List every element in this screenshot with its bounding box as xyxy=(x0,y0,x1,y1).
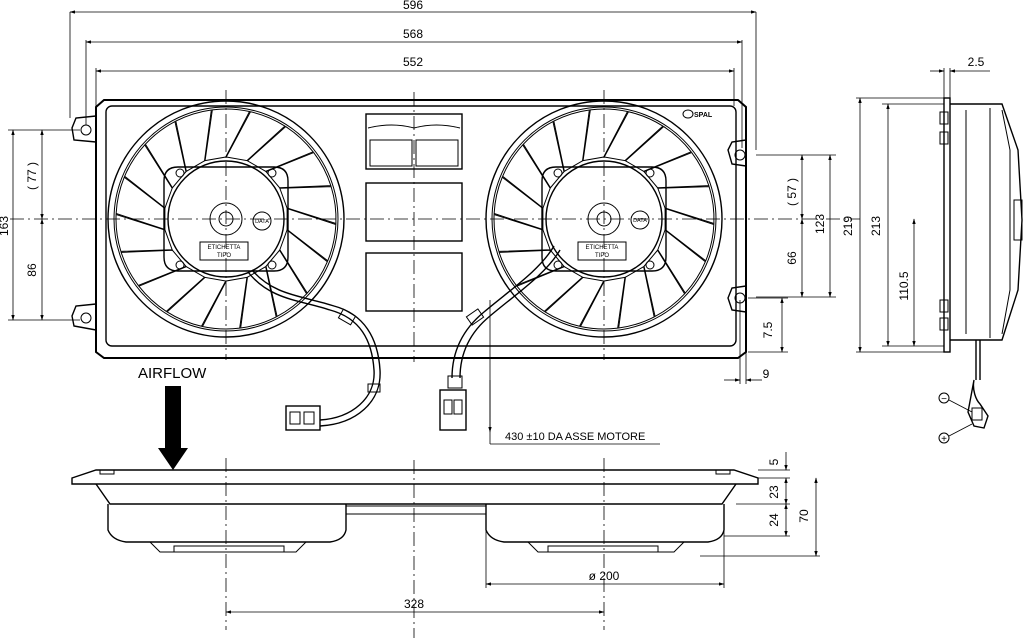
dim-shroud-depth: 23 xyxy=(767,485,781,499)
etichetta-right: ETICHETTA xyxy=(586,245,619,251)
fan-blade xyxy=(201,276,248,330)
front-view: SPAL ETICHETTA TIPO DATA ETICHETTA TIPO … xyxy=(10,90,860,431)
bottom-view: 5 23 24 70 ø 200 328 xyxy=(71,452,820,638)
dim-lower-right: 66 xyxy=(785,251,799,265)
dim-side-flange: 2.5 xyxy=(968,55,985,69)
dim-span-right: 123 xyxy=(813,214,827,234)
fan-blade xyxy=(279,229,328,294)
dim-mount-width: 568 xyxy=(403,27,423,41)
fan-blade xyxy=(624,125,692,172)
fan-blade xyxy=(225,111,286,162)
tipo-left: TIPO xyxy=(217,253,231,259)
dim-bottom-flange: 5 xyxy=(767,458,781,465)
dim-upper-right: ( 57 ) xyxy=(785,178,799,206)
airflow-arrow-icon xyxy=(158,386,188,470)
fan-blade xyxy=(144,120,187,189)
motor-plate xyxy=(541,166,667,272)
dim-fan-diameter: ø 200 xyxy=(589,569,620,583)
fan-blade xyxy=(204,108,251,162)
dim-total-height: 219 xyxy=(841,216,855,236)
fan-blade xyxy=(115,176,166,231)
fan-blade xyxy=(265,151,332,189)
fan-blade xyxy=(175,109,212,173)
fan-blade xyxy=(516,266,584,313)
fan-blade xyxy=(493,213,551,252)
motor-screw xyxy=(267,260,277,270)
fan-blade xyxy=(522,120,565,189)
airflow-indicator: AIRFLOW xyxy=(138,365,207,470)
fan-blade xyxy=(265,249,308,318)
fan-blade xyxy=(664,207,715,262)
motor-plate xyxy=(163,166,289,272)
fan-blade xyxy=(115,213,173,252)
data-left: DATA xyxy=(255,219,269,225)
dim-upper-left: ( 77 ) xyxy=(25,162,39,190)
motor-screw xyxy=(645,168,655,178)
dim-fan-spacing: 328 xyxy=(404,597,424,611)
motor-screw xyxy=(175,168,185,178)
dim-motor-depth: 24 xyxy=(767,513,781,527)
plus-symbol: + xyxy=(941,434,947,445)
mount-lugs xyxy=(71,115,747,331)
brand-logo: SPAL xyxy=(682,109,713,119)
brand-text: SPAL xyxy=(694,112,713,119)
dim-overall-width: 596 xyxy=(403,0,423,12)
etichetta-left: ETICHETTA xyxy=(208,245,241,251)
dim-hole-edge: 9 xyxy=(763,367,770,381)
fan-blade xyxy=(138,266,206,313)
fan-blade xyxy=(240,265,277,329)
fan-blade xyxy=(657,186,715,225)
dim-center-height: 110.5 xyxy=(897,271,911,300)
fan-blade xyxy=(493,176,544,231)
fan-blade xyxy=(603,111,664,162)
motor-screw xyxy=(553,260,563,270)
dim-shroud-width: 552 xyxy=(403,55,423,69)
dim-body-height: 213 xyxy=(869,216,883,236)
motor-screw xyxy=(267,168,277,178)
fan-blade xyxy=(553,109,590,173)
fan-blade xyxy=(618,265,655,329)
fan-blade xyxy=(166,276,227,327)
fan-blade xyxy=(544,276,605,327)
fan-blade xyxy=(286,207,337,262)
inner-frame xyxy=(105,105,737,347)
tipo-right: TIPO xyxy=(595,253,609,259)
fan-blade xyxy=(246,125,314,172)
motor-screw xyxy=(175,260,185,270)
dim-hole-offset: 7.5 xyxy=(761,321,775,338)
fan-blade xyxy=(279,186,337,225)
airflow-label: AIRFLOW xyxy=(138,365,207,382)
fan-blade xyxy=(582,108,629,162)
fan-blade xyxy=(657,229,706,294)
front-dimensions: 596 568 552 163 ( 77 ) 86 ( 57 ) 66 123 … xyxy=(0,0,836,445)
polarity-markers: − + xyxy=(938,392,973,445)
dim-total-depth: 70 xyxy=(797,509,811,523)
fan-blade xyxy=(124,144,173,209)
minus-symbol: − xyxy=(941,394,947,405)
dim-height-left: 163 xyxy=(0,216,11,236)
cable-length-note: 430 ±10 DA ASSE MOTORE xyxy=(505,431,645,443)
motor-screw xyxy=(553,168,563,178)
fan-left xyxy=(107,100,345,338)
fan-blade xyxy=(643,151,710,189)
side-view: 2.5 219 213 110.5 − + xyxy=(841,55,1023,445)
fan-blade xyxy=(579,276,626,330)
fan-blade xyxy=(502,144,551,209)
fan-blade xyxy=(643,249,686,318)
dim-lower-left: 86 xyxy=(25,263,39,277)
fan-blade xyxy=(120,249,187,287)
motor-screw xyxy=(645,260,655,270)
data-right: DATA xyxy=(633,218,647,224)
